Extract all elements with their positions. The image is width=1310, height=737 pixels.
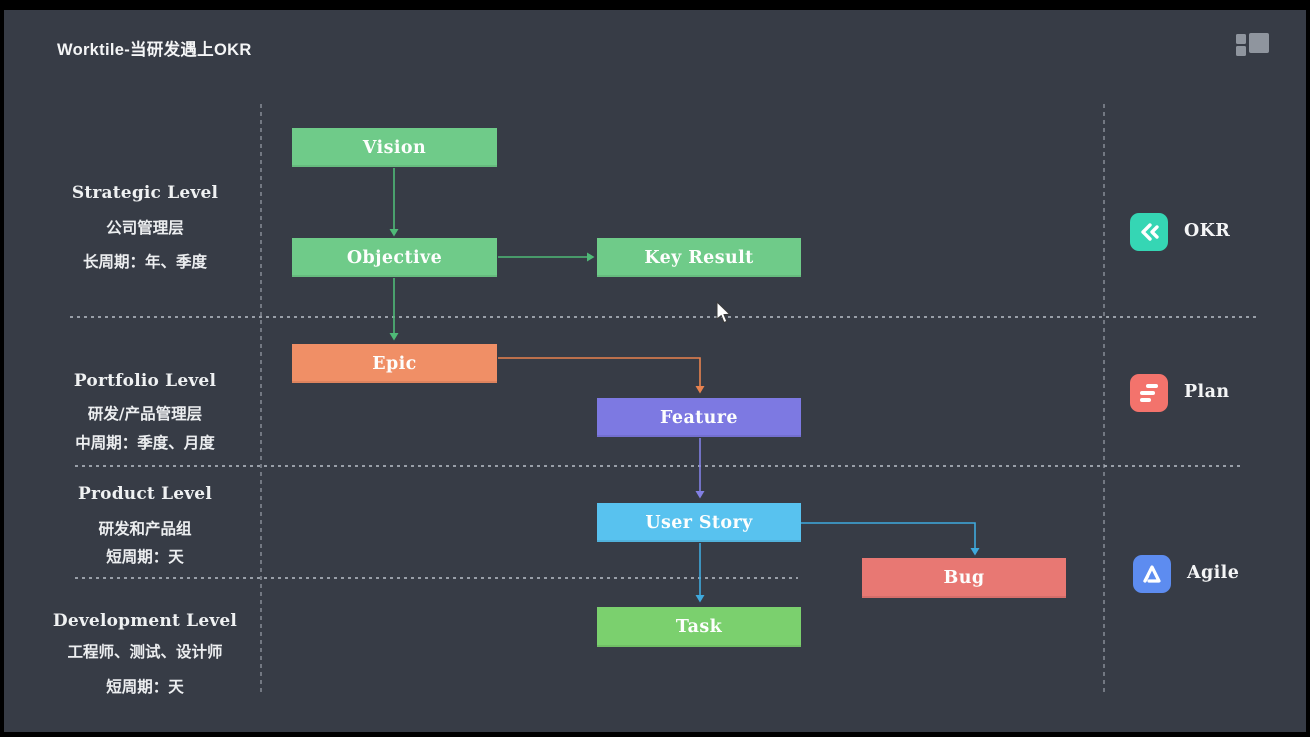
level-strategic-cycle: 长周期：年、季度 <box>82 252 207 271</box>
level-product-title: Product Level <box>78 484 212 504</box>
separator-product-development <box>75 577 798 579</box>
separator-strategic-portfolio <box>70 316 1257 318</box>
worktile-grid-logo-icon <box>1236 33 1269 56</box>
level-portfolio-cycle: 中周期：季度、月度 <box>75 433 215 452</box>
slide-title: Worktile-当研发遇上OKR <box>57 41 252 59</box>
agile-label: Agile <box>1187 563 1240 583</box>
separator-portfolio-product <box>75 465 1240 467</box>
node-vision: Vision <box>292 128 497 167</box>
level-portfolio-role: 研发/产品管理层 <box>87 404 203 423</box>
mouse-cursor <box>716 301 731 324</box>
okr-label: OKR <box>1184 221 1231 241</box>
level-development-cycle: 短周期：天 <box>106 677 184 696</box>
node-task: Task <box>597 607 801 647</box>
node-epic: Epic <box>292 344 497 383</box>
left-guide-line <box>260 104 262 692</box>
right-guide-line <box>1103 104 1105 692</box>
level-strategic-role: 公司管理层 <box>106 218 184 237</box>
node-objective: Objective <box>292 238 497 277</box>
node-key-result: Key Result <box>597 238 801 277</box>
plan-list-icon <box>1130 374 1168 412</box>
node-bug: Bug <box>862 558 1066 598</box>
level-development-role: 工程师、测试、设计师 <box>67 642 223 661</box>
level-product-cycle: 短周期：天 <box>106 547 184 566</box>
level-portfolio-title: Portfolio Level <box>73 371 217 391</box>
node-feature: Feature <box>597 398 801 437</box>
node-user-story: User Story <box>597 503 801 542</box>
level-strategic-title: Strategic Level <box>71 183 219 203</box>
okr-chevrons-icon <box>1130 213 1168 251</box>
agile-mountain-icon <box>1133 555 1171 593</box>
level-product-role: 研发和产品组 <box>98 519 192 538</box>
plan-label: Plan <box>1184 382 1230 402</box>
level-development-title: Development Level <box>52 611 238 631</box>
